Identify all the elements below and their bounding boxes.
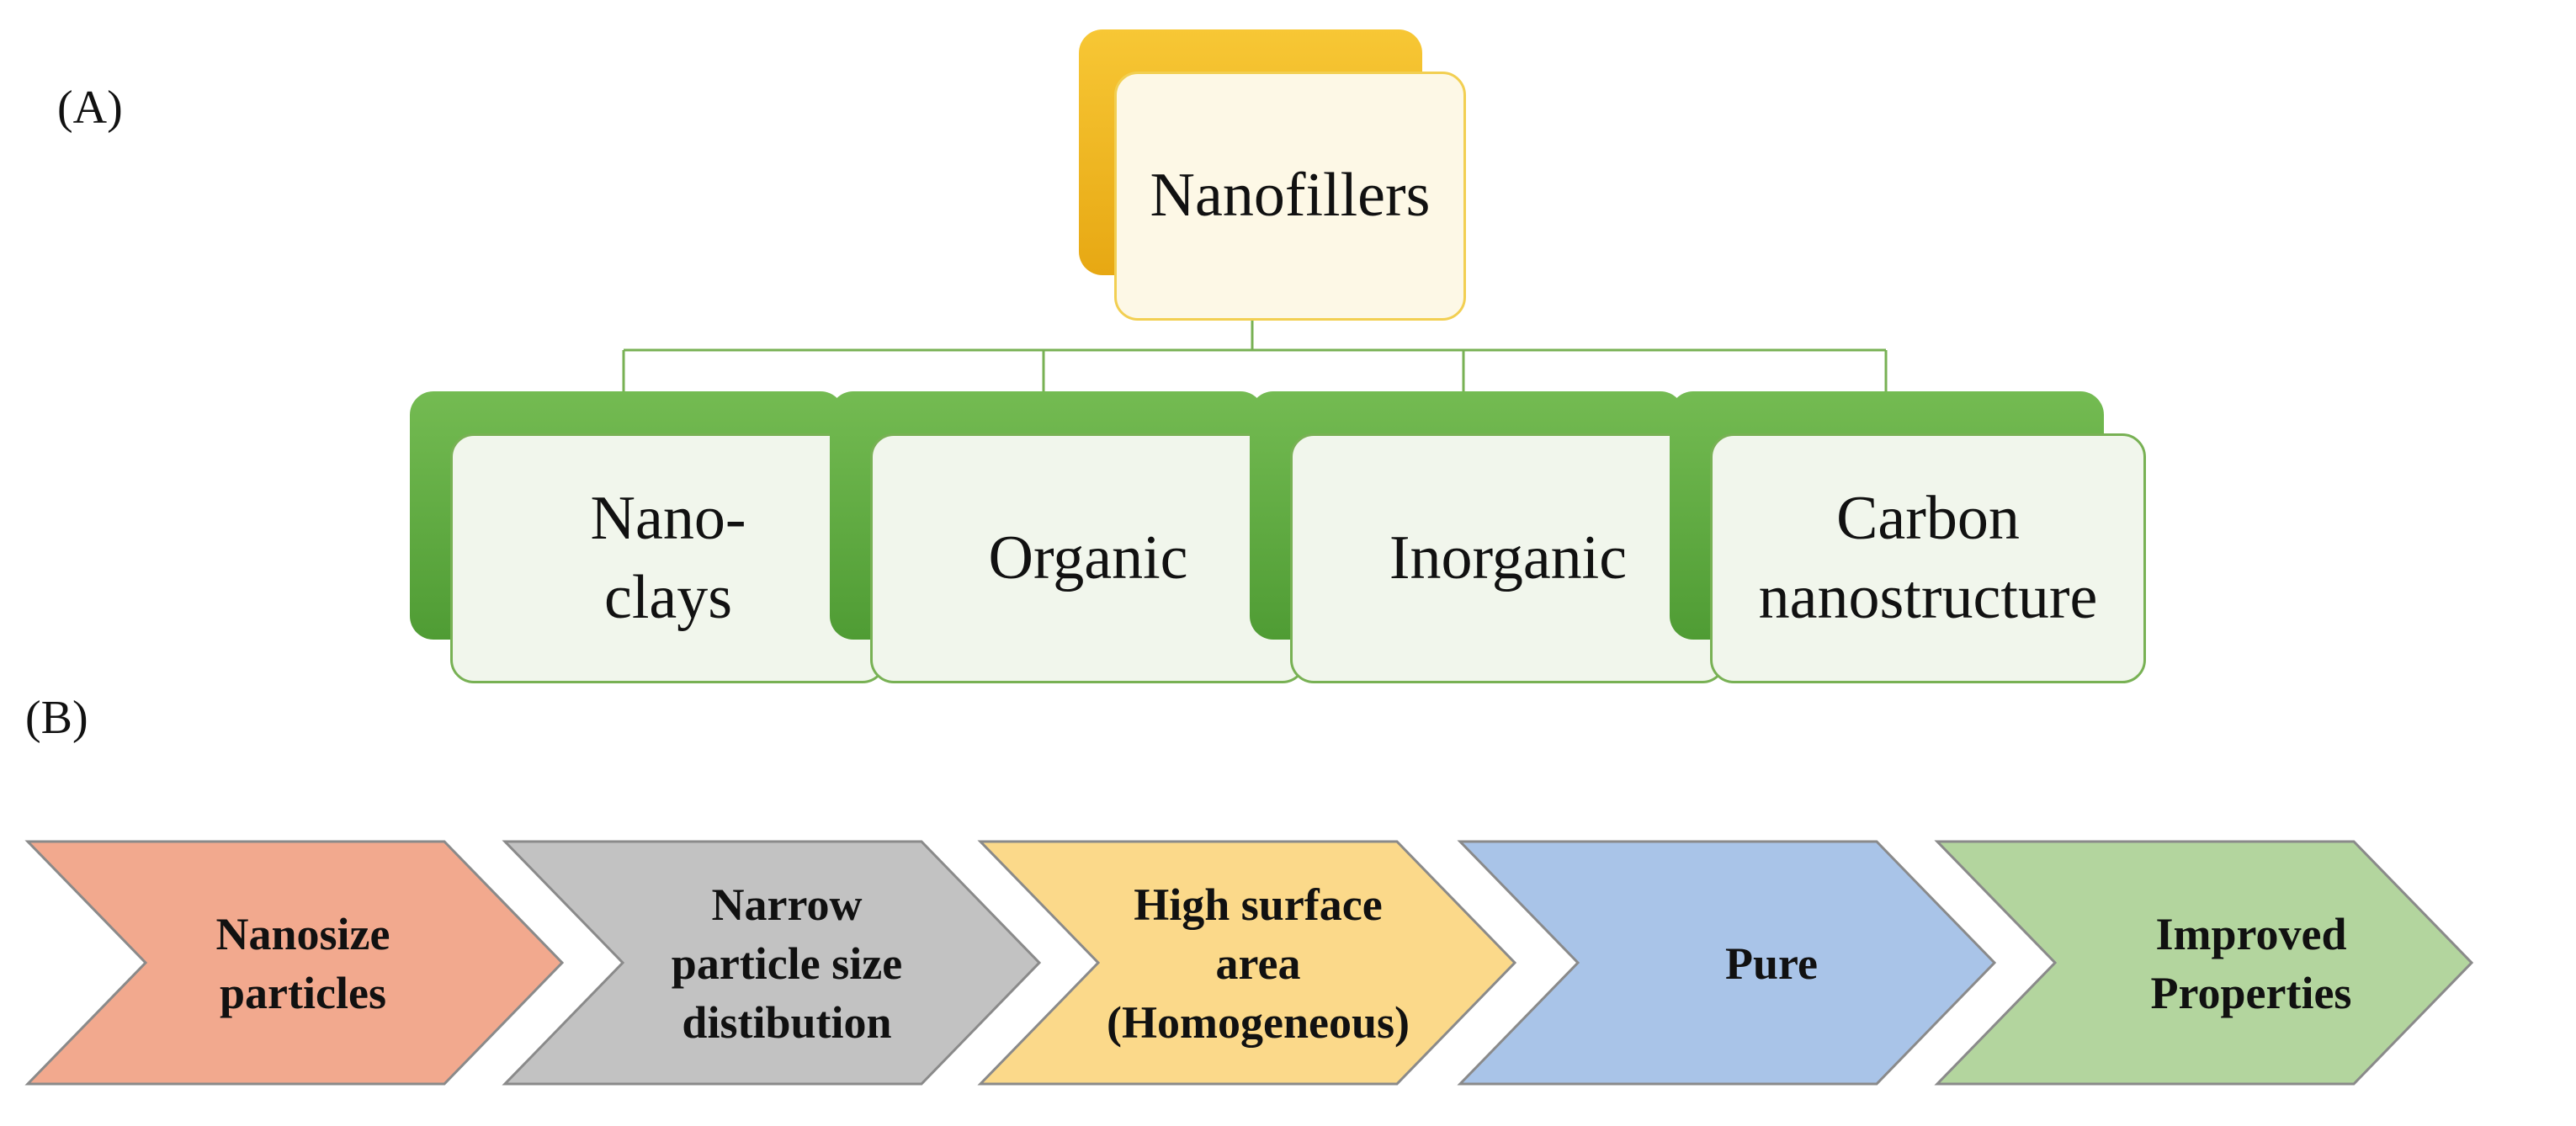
tree-child-label: Organic	[870, 433, 1306, 683]
process-step-chevron-0	[24, 840, 565, 1086]
tree-child-node-carbon-nanostructure: Carbon nanostructure	[1670, 391, 2146, 683]
process-step-label: Narrow particle size distibution	[671, 879, 903, 1049]
process-step-chevron-3	[1457, 840, 1997, 1086]
tree-child-label: Nano- clays	[450, 433, 886, 683]
process-step-label: High surface area (Homogeneous)	[1107, 879, 1410, 1049]
tree-root-node: Nanofillers	[1079, 29, 1466, 321]
tree-child-node-organic: Organic	[830, 391, 1306, 683]
process-step-chevron-1	[502, 840, 1042, 1086]
tree-child-label: Inorganic	[1290, 433, 1726, 683]
process-step-label: Nanosize particles	[215, 908, 390, 1018]
process-step-chevron-4	[1934, 840, 2474, 1086]
panel-label-b: (B)	[25, 692, 88, 744]
tree-child-node-nano-clays: Nano- clays	[410, 391, 886, 683]
panel-label-a: (A)	[57, 82, 123, 134]
tree-child-label: Carbon nanostructure	[1710, 433, 2146, 683]
tree-root-node-label: Nanofillers	[1114, 72, 1466, 321]
process-step-label: Improved Properties	[2150, 908, 2352, 1018]
process-step-chevron-2	[977, 840, 1517, 1086]
tree-child-node-inorganic: Inorganic	[1250, 391, 1726, 683]
process-step-label: Pure	[1725, 937, 1818, 989]
